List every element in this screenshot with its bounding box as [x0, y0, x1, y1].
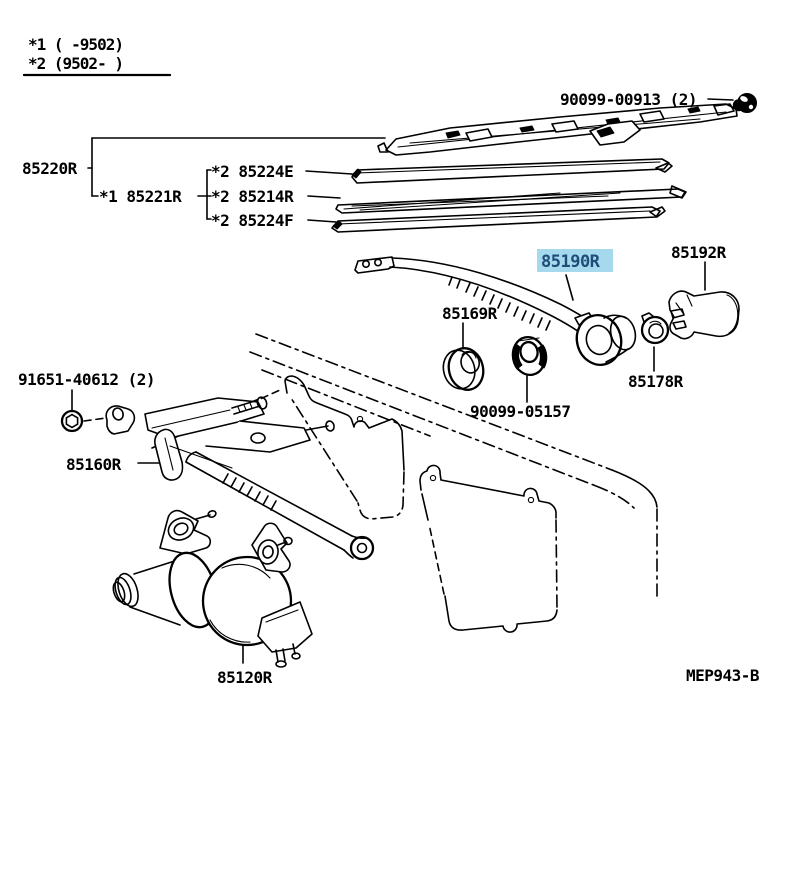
pivot-cap-drawing	[668, 290, 740, 340]
note-line-1: *1 ( -9502)	[28, 35, 123, 54]
wiper-arm-drawing	[354, 256, 637, 366]
bushing-drawing	[640, 312, 670, 345]
part-label-85220R: 85220R	[22, 159, 78, 178]
motor-drawing	[112, 509, 313, 668]
part-label-85120R: 85120R	[217, 668, 273, 687]
arm-serrations	[448, 276, 551, 331]
hatch-panel-center	[419, 464, 558, 633]
part-label-85214R: *2 85214R	[211, 187, 294, 206]
bracket-drawing	[105, 396, 335, 481]
part-label-90099-05157: 90099-05157	[470, 402, 570, 421]
part-label-85190R: 85190R	[541, 252, 601, 272]
part-label-90099-00913: 90099-00913 (2)	[560, 90, 697, 109]
part-label-85169R: 85169R	[442, 304, 498, 323]
part-label-85190R-highlighted[interactable]: 85190R	[537, 249, 613, 272]
blade-insert-f-drawing	[331, 206, 666, 233]
part-label-85224F: *2 85224F	[211, 211, 293, 230]
hatch-panel-left	[284, 375, 405, 520]
applicability-note: *1 ( -9502) *2 (9502- )	[22, 35, 172, 77]
leader-lines	[71, 98, 734, 664]
drawing-code: MEP943-B	[686, 666, 760, 685]
highlight-box	[537, 249, 613, 272]
pivot-grommet-drawing	[511, 335, 548, 377]
grommet-drawing	[442, 347, 485, 391]
part-label-91651-40612: 91651-40612 (2)	[18, 370, 155, 389]
blade-insert-214-drawing	[335, 185, 687, 214]
part-label-85160R: 85160R	[66, 455, 122, 474]
note-line-2: *2 (9502- )	[28, 54, 123, 73]
part-label-85178R: 85178R	[628, 372, 684, 391]
pivot-nut-drawing	[732, 93, 757, 113]
wiper-blade-drawing	[377, 103, 738, 156]
part-label-85192R: 85192R	[671, 243, 727, 262]
bolt-drawing	[60, 409, 84, 433]
blade-insert-e-drawing	[351, 158, 673, 184]
part-label-85221R: *1 85221R	[99, 187, 182, 206]
wiper-link-drawing	[185, 451, 375, 561]
link-serrations	[222, 473, 277, 511]
part-label-85224E: *2 85224E	[211, 162, 293, 181]
